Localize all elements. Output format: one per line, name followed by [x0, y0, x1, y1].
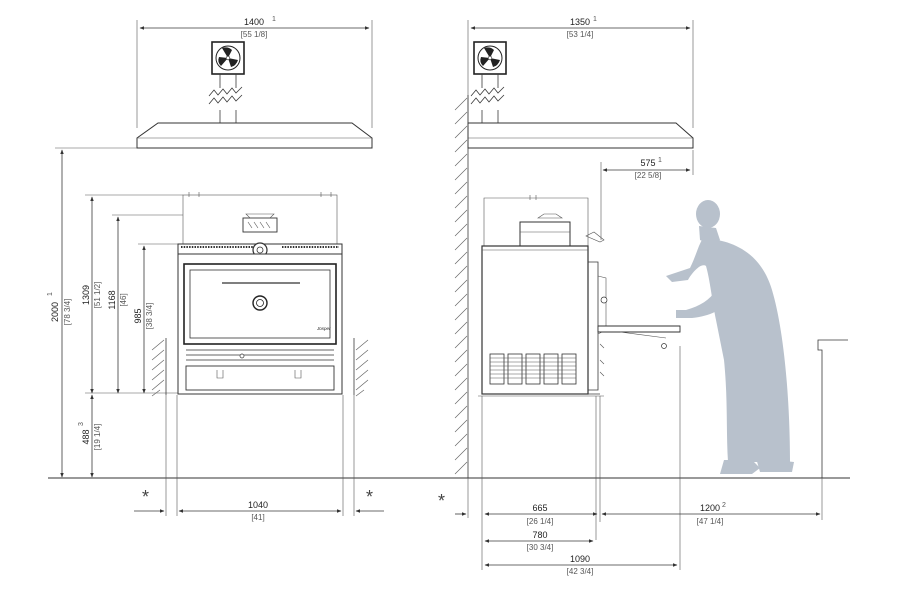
dim-1400-note: 1: [272, 16, 276, 23]
dimension-1168: 1168 [46]: [107, 214, 183, 394]
dim-1200-inch: [47 1/4]: [697, 517, 724, 526]
dimension-665: 665 [26 1/4]: [484, 503, 598, 526]
counter: [817, 339, 848, 478]
dimension-2000: 2000 1 [78 3/4]: [47, 147, 137, 478]
oven-front: Josper: [177, 192, 343, 395]
dim-2000-note: 1: [47, 292, 54, 296]
dim-1400-inch: [55 1/8]: [241, 30, 268, 39]
dim-2000-inch: [78 3/4]: [63, 299, 72, 326]
dim-1309-value: 1309: [81, 285, 91, 305]
dim-780-value: 780: [532, 530, 547, 540]
brand-label: Josper: [316, 326, 331, 331]
dim-488-note: 3: [78, 422, 85, 426]
dimension-575: 575 1 [22 5/8]: [600, 150, 694, 240]
dim-488-inch: [19 1/4]: [93, 424, 102, 451]
oven-side: [478, 195, 681, 397]
clearance-marker-left: *: [142, 487, 149, 507]
dim-780-inch: [30 3/4]: [527, 543, 554, 552]
dim-1090-inch: [42 3/4]: [567, 567, 594, 576]
dim-1200-note: 2: [722, 502, 726, 509]
dim-985-inch: [38 3/4]: [145, 303, 154, 330]
dim-1168-inch: [46]: [119, 293, 128, 306]
dim-1090-value: 1090: [570, 554, 590, 564]
fan-icon: [473, 41, 507, 75]
dimension-1040: 1040 [41]: [134, 500, 384, 522]
dimension-1090: 1090 [42 3/4]: [484, 554, 678, 576]
dim-1309-inch: [51 1/2]: [93, 282, 102, 309]
extraction-hood: [136, 122, 373, 149]
dim-1040-value: 1040: [248, 500, 268, 510]
smoke-icon: [470, 74, 505, 124]
fan-icon: [211, 41, 245, 75]
dimension-1309: 1309 [51 1/2]: [81, 194, 183, 394]
back-wall: [454, 95, 469, 478]
dim-2000-value: 2000: [50, 302, 60, 322]
clearance-marker-right: *: [366, 487, 373, 507]
wall-right: [353, 338, 369, 397]
dimension-488: 488 3 [19 1/4]: [78, 392, 183, 478]
front-view: 1400 1 [55 1/8] 2000 1 [: [47, 16, 455, 522]
side-view: 1350 1 [53 1/4]: [438, 16, 850, 576]
dim-985-value: 985: [133, 308, 143, 323]
person-silhouette: [666, 200, 794, 474]
dim-665-inch: [26 1/4]: [527, 517, 554, 526]
side-vents: [489, 353, 577, 385]
dim-1350-note: 1: [593, 16, 597, 23]
dimension-1400: 1400 1 [55 1/8]: [136, 16, 373, 128]
dimension-780: 780 [30 3/4]: [484, 530, 594, 552]
dim-488-value: 488: [81, 429, 91, 444]
dim-575-value: 575: [640, 158, 655, 168]
dim-575-note: 1: [658, 157, 662, 164]
dimension-985: 985 [38 3/4]: [133, 243, 183, 394]
dim-1400-value: 1400: [244, 17, 264, 27]
dim-1350-value: 1350: [570, 17, 590, 27]
dim-1168-value: 1168: [107, 290, 117, 309]
dimension-1200: 1200 2 [47 1/4]: [601, 502, 821, 526]
clearance-marker-side: *: [438, 491, 445, 511]
dim-1040-inch: [41]: [251, 513, 264, 522]
wall-left: [151, 338, 167, 397]
dim-575-inch: [22 5/8]: [635, 171, 662, 180]
dim-665-value: 665: [532, 503, 547, 513]
extraction-hood: [467, 122, 694, 149]
smoke-icon: [208, 74, 243, 124]
dim-1350-inch: [53 1/4]: [567, 30, 594, 39]
dimension-1350: 1350 1 [53 1/4]: [467, 16, 694, 128]
dim-1200-value: 1200: [700, 503, 720, 513]
